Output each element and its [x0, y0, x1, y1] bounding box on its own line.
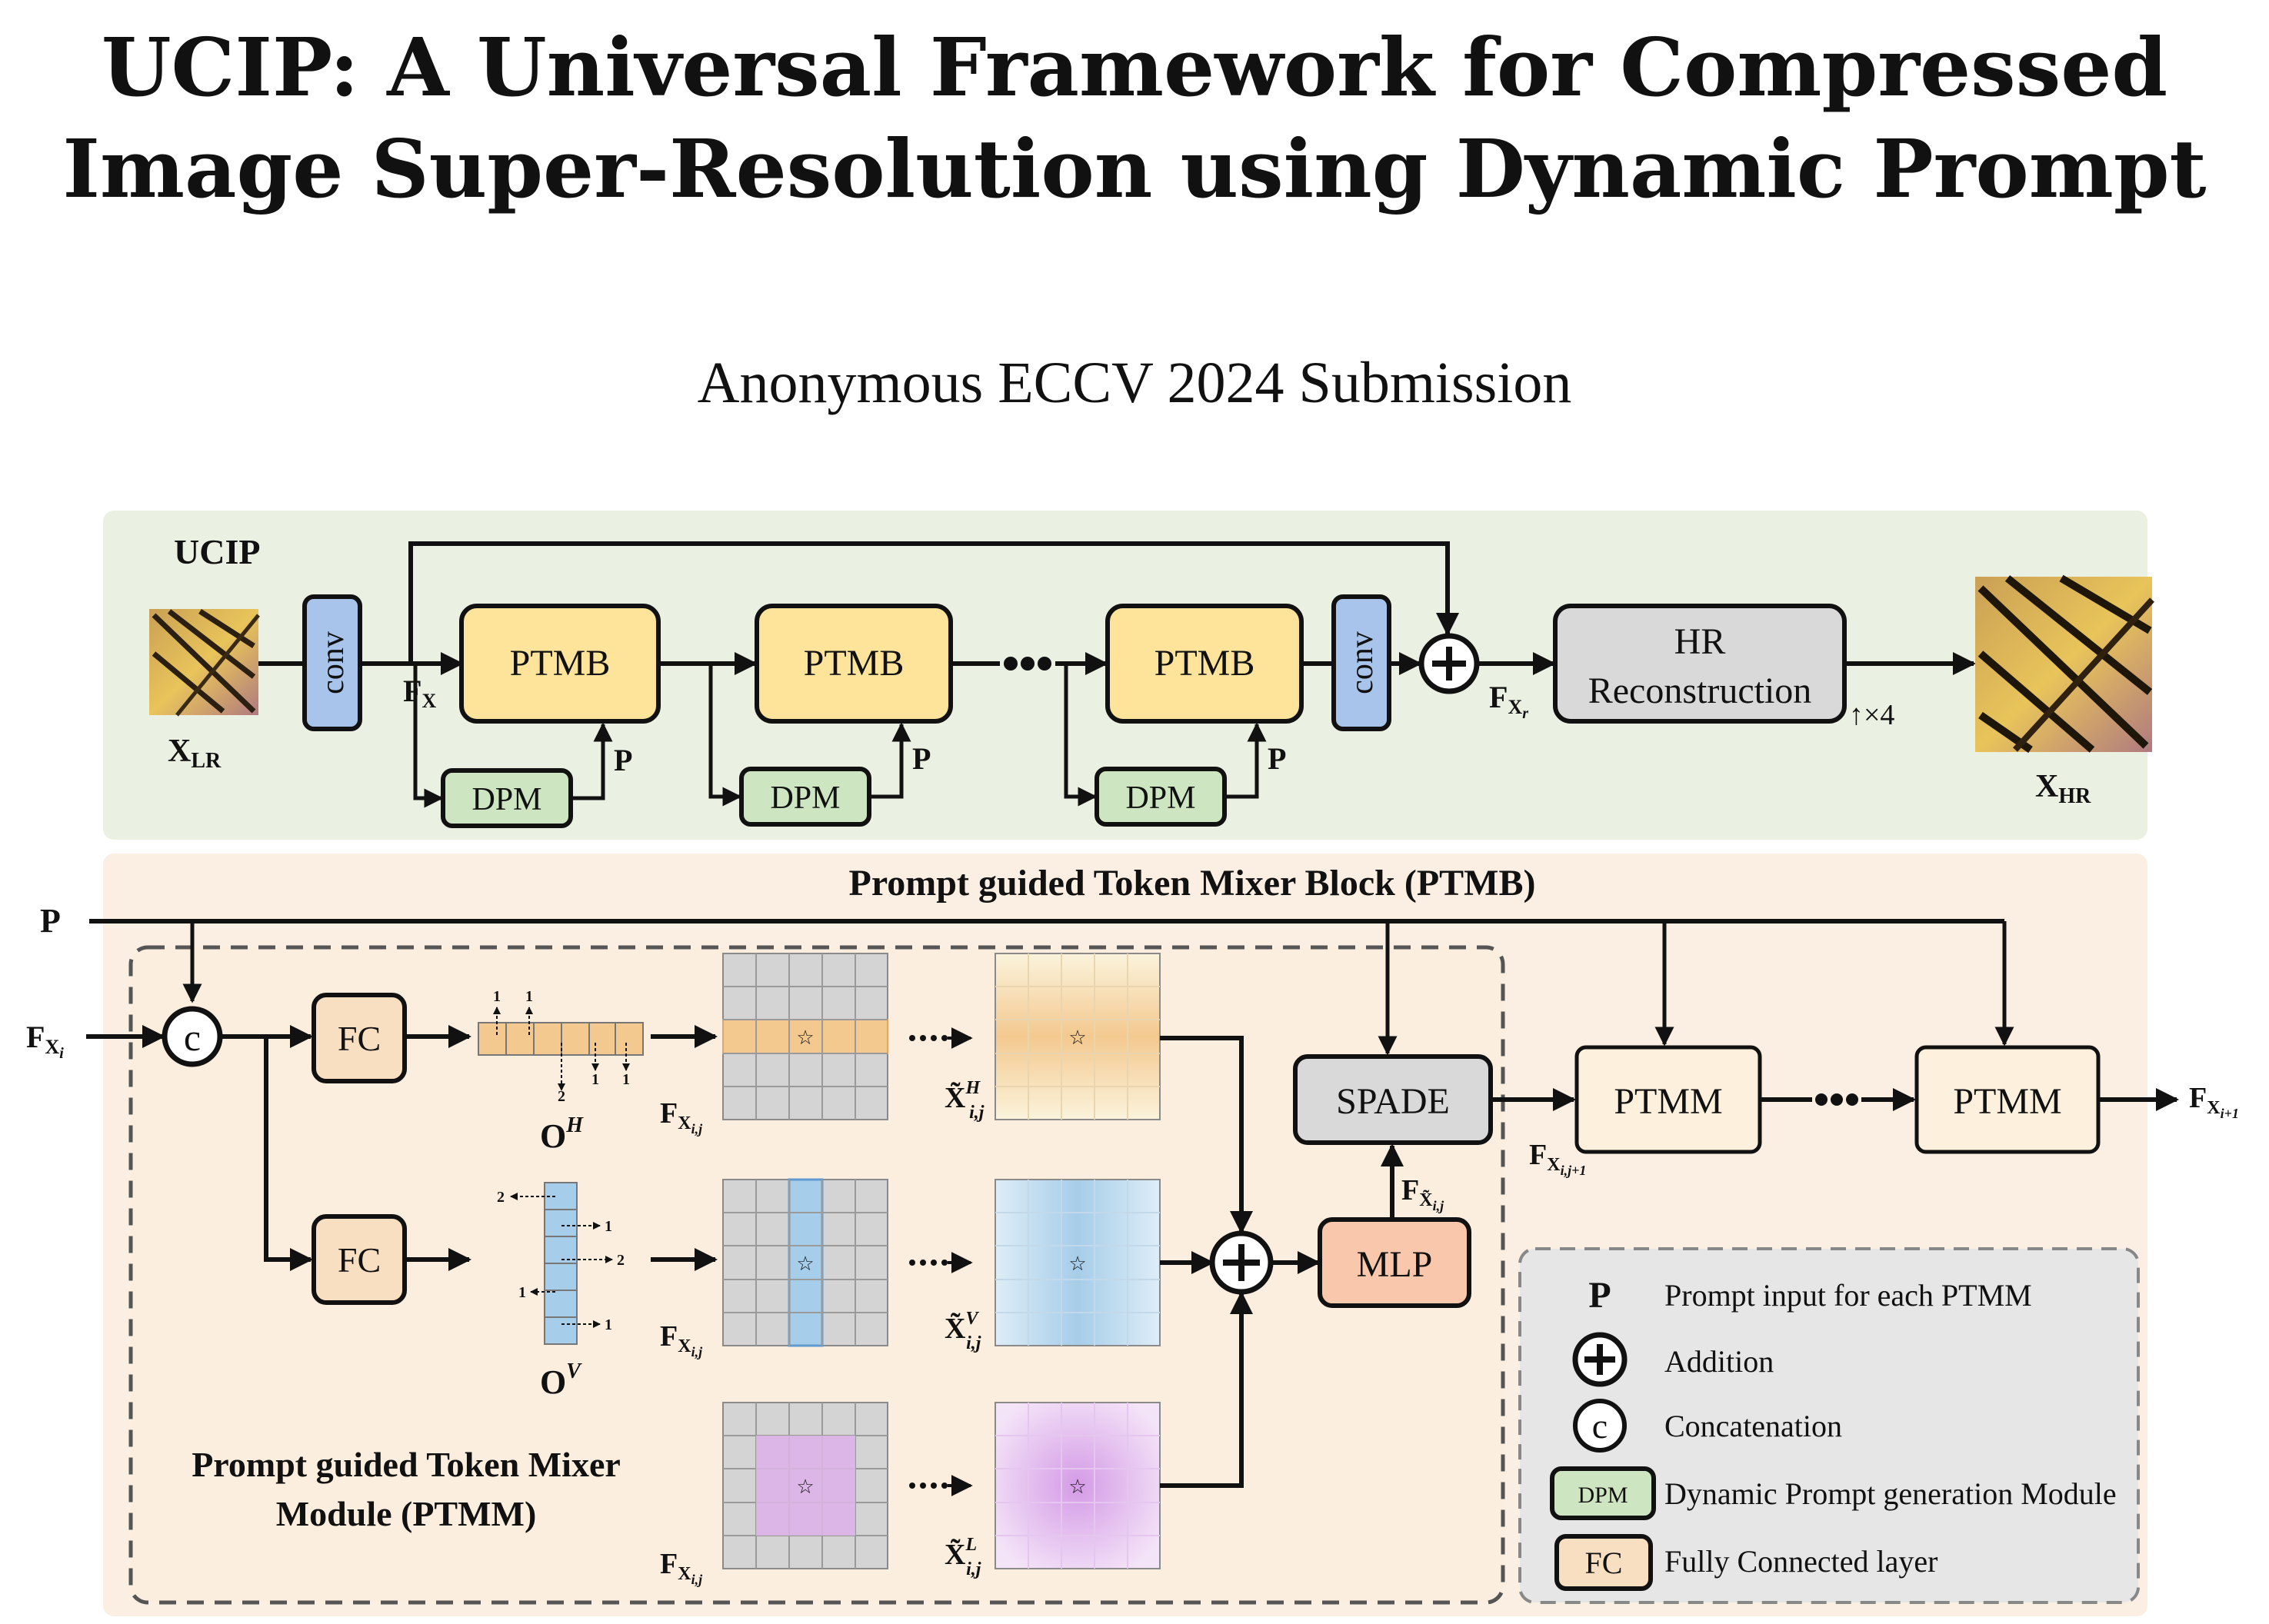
ptmb-label-1: PTMB [510, 643, 611, 684]
addition-node-ptmm [1209, 1230, 1274, 1295]
fc-label-1: FC [338, 1019, 381, 1058]
ptmb-input-label: FXi [26, 1020, 64, 1062]
author-line: Anonymous ECCV 2024 Submission [697, 351, 1572, 415]
fc-label-2: FC [338, 1240, 381, 1280]
spade-label: SPADE [1336, 1081, 1450, 1122]
legend-fc-swatch [1554, 1534, 1653, 1591]
dpm-label-3: DPM [1125, 780, 1195, 816]
h-offset-bottom-3: 1 [622, 1071, 630, 1088]
offset-ov-label: OV [540, 1359, 582, 1401]
ucip-label: UCIP [174, 532, 260, 571]
prompt-label-3: P [1268, 741, 1286, 776]
h-offset-bottom-2: 1 [591, 1071, 599, 1088]
horizontal-offset-strip [478, 1007, 644, 1091]
dots-v [909, 1260, 948, 1266]
ellipsis-dots-ucip [1004, 657, 1051, 671]
dpm-label-1: DPM [471, 782, 541, 817]
v-offset-left-1: 2 [497, 1189, 505, 1206]
prompt-label-1: P [614, 743, 632, 777]
v-offset-right-2: 2 [617, 1252, 625, 1269]
title-line-1: UCIP: A Universal Framework for Compress… [101, 20, 2168, 115]
input-image [149, 609, 260, 717]
ptmb-label-3: PTMB [1154, 643, 1255, 684]
legend-text-concat: Concatenation [1664, 1409, 1842, 1443]
ellipsis-dots-ptmb [1815, 1093, 1858, 1106]
mlp-feature-label: FX̃i,j [1401, 1174, 1444, 1213]
feature-fxr: FXr [1489, 680, 1528, 722]
conv-label-1: conv [315, 631, 351, 694]
legend-dpm-swatch [1550, 1466, 1656, 1520]
input-grid-local: ☆ [722, 1402, 888, 1569]
legend-text-prompt: Prompt input for each PTMM [1664, 1278, 2032, 1313]
ptmm-label-2: PTMM [1953, 1081, 2061, 1122]
svg-text:☆: ☆ [796, 1027, 814, 1049]
ptmb-output-label: FXi+1 [2189, 1082, 2239, 1121]
grid-in-label-v: FXi,j [660, 1320, 703, 1359]
v-offset-right-1: 1 [605, 1218, 612, 1235]
grid-in-label-h: FXi,j [660, 1097, 703, 1136]
paper-title: UCIP: A Universal Framework for Compress… [0, 17, 2269, 220]
feature-fx: FX [403, 674, 436, 712]
grid-in-label-l: FXi,j [660, 1548, 703, 1587]
output-grid-vertical: ☆ [995, 1179, 1161, 1346]
output-grid-horizontal: ☆ [995, 953, 1161, 1120]
svg-text:☆: ☆ [1068, 1253, 1086, 1275]
dots-l [909, 1483, 948, 1489]
global-skip-connection [408, 541, 1459, 664]
h-offset-top-1: 1 [493, 988, 501, 1005]
output-label: XHR [2035, 769, 2091, 808]
h-offset-bottom-1: 2 [558, 1088, 565, 1105]
ptmm-title-line1: Prompt guided Token Mixer [192, 1445, 621, 1484]
hr-label-line2: Reconstruction [1588, 671, 1812, 711]
legend-symbol-dpm: DPM [1578, 1483, 1628, 1508]
mlp-label: MLP [1357, 1244, 1433, 1285]
v-offset-right-3: 1 [605, 1316, 612, 1333]
conv-label-2: conv [1344, 631, 1380, 694]
output-image [1975, 574, 2154, 754]
legend-plus-icon [1572, 1332, 1628, 1387]
v-offset-left-2: 1 [518, 1284, 526, 1301]
vertical-offset-strip [510, 1182, 613, 1345]
svg-text:c: c [1592, 1406, 1608, 1446]
addition-node-ucip [1418, 633, 1480, 694]
legend-concat-icon: c [1573, 1399, 1627, 1453]
dpm-label-2: DPM [770, 780, 840, 816]
ptmm-label-1: PTMM [1614, 1081, 1722, 1122]
legend-symbol-p: P [1588, 1275, 1611, 1316]
upscale-label: ↑×4 [1849, 699, 1894, 731]
legend-symbol-fc: FC [1585, 1546, 1623, 1580]
h-offset-top-2: 1 [525, 988, 533, 1005]
input-grid-vertical: ☆ [722, 1178, 888, 1347]
input-label: XLR [168, 734, 222, 773]
concatenation-node: c [162, 1006, 223, 1067]
next-feature-label: FXi,j+1 [1529, 1139, 1586, 1178]
input-grid-horizontal: ☆ [722, 953, 888, 1120]
svg-text:☆: ☆ [796, 1476, 814, 1498]
svg-text:☆: ☆ [796, 1253, 814, 1275]
output-grid-local: ☆ [995, 1402, 1161, 1569]
ptmb-prompt-label: P [40, 902, 61, 940]
ptmb-title: Prompt guided Token Mixer Block (PTMB) [849, 863, 1536, 904]
svg-text:☆: ☆ [1068, 1027, 1086, 1049]
title-line-2: Image Super-Resolution using Dynamic Pro… [62, 121, 2207, 216]
svg-text:☆: ☆ [1068, 1476, 1086, 1498]
offset-oh-label: OH [540, 1113, 584, 1155]
hr-label-line1: HR [1674, 621, 1726, 662]
ptmb-label-2: PTMB [804, 643, 905, 684]
prompt-label-2: P [912, 741, 931, 776]
legend-text-fc: Fully Connected layer [1664, 1544, 1937, 1579]
ptmm-title-line2: Module (PTMM) [276, 1494, 537, 1533]
legend-text-dpm: Dynamic Prompt generation Module [1664, 1476, 2117, 1511]
svg-text:c: c [184, 1016, 201, 1059]
legend-text-addition: Addition [1664, 1344, 1774, 1379]
dots-h [909, 1035, 948, 1041]
legend-box [1518, 1247, 2140, 1604]
